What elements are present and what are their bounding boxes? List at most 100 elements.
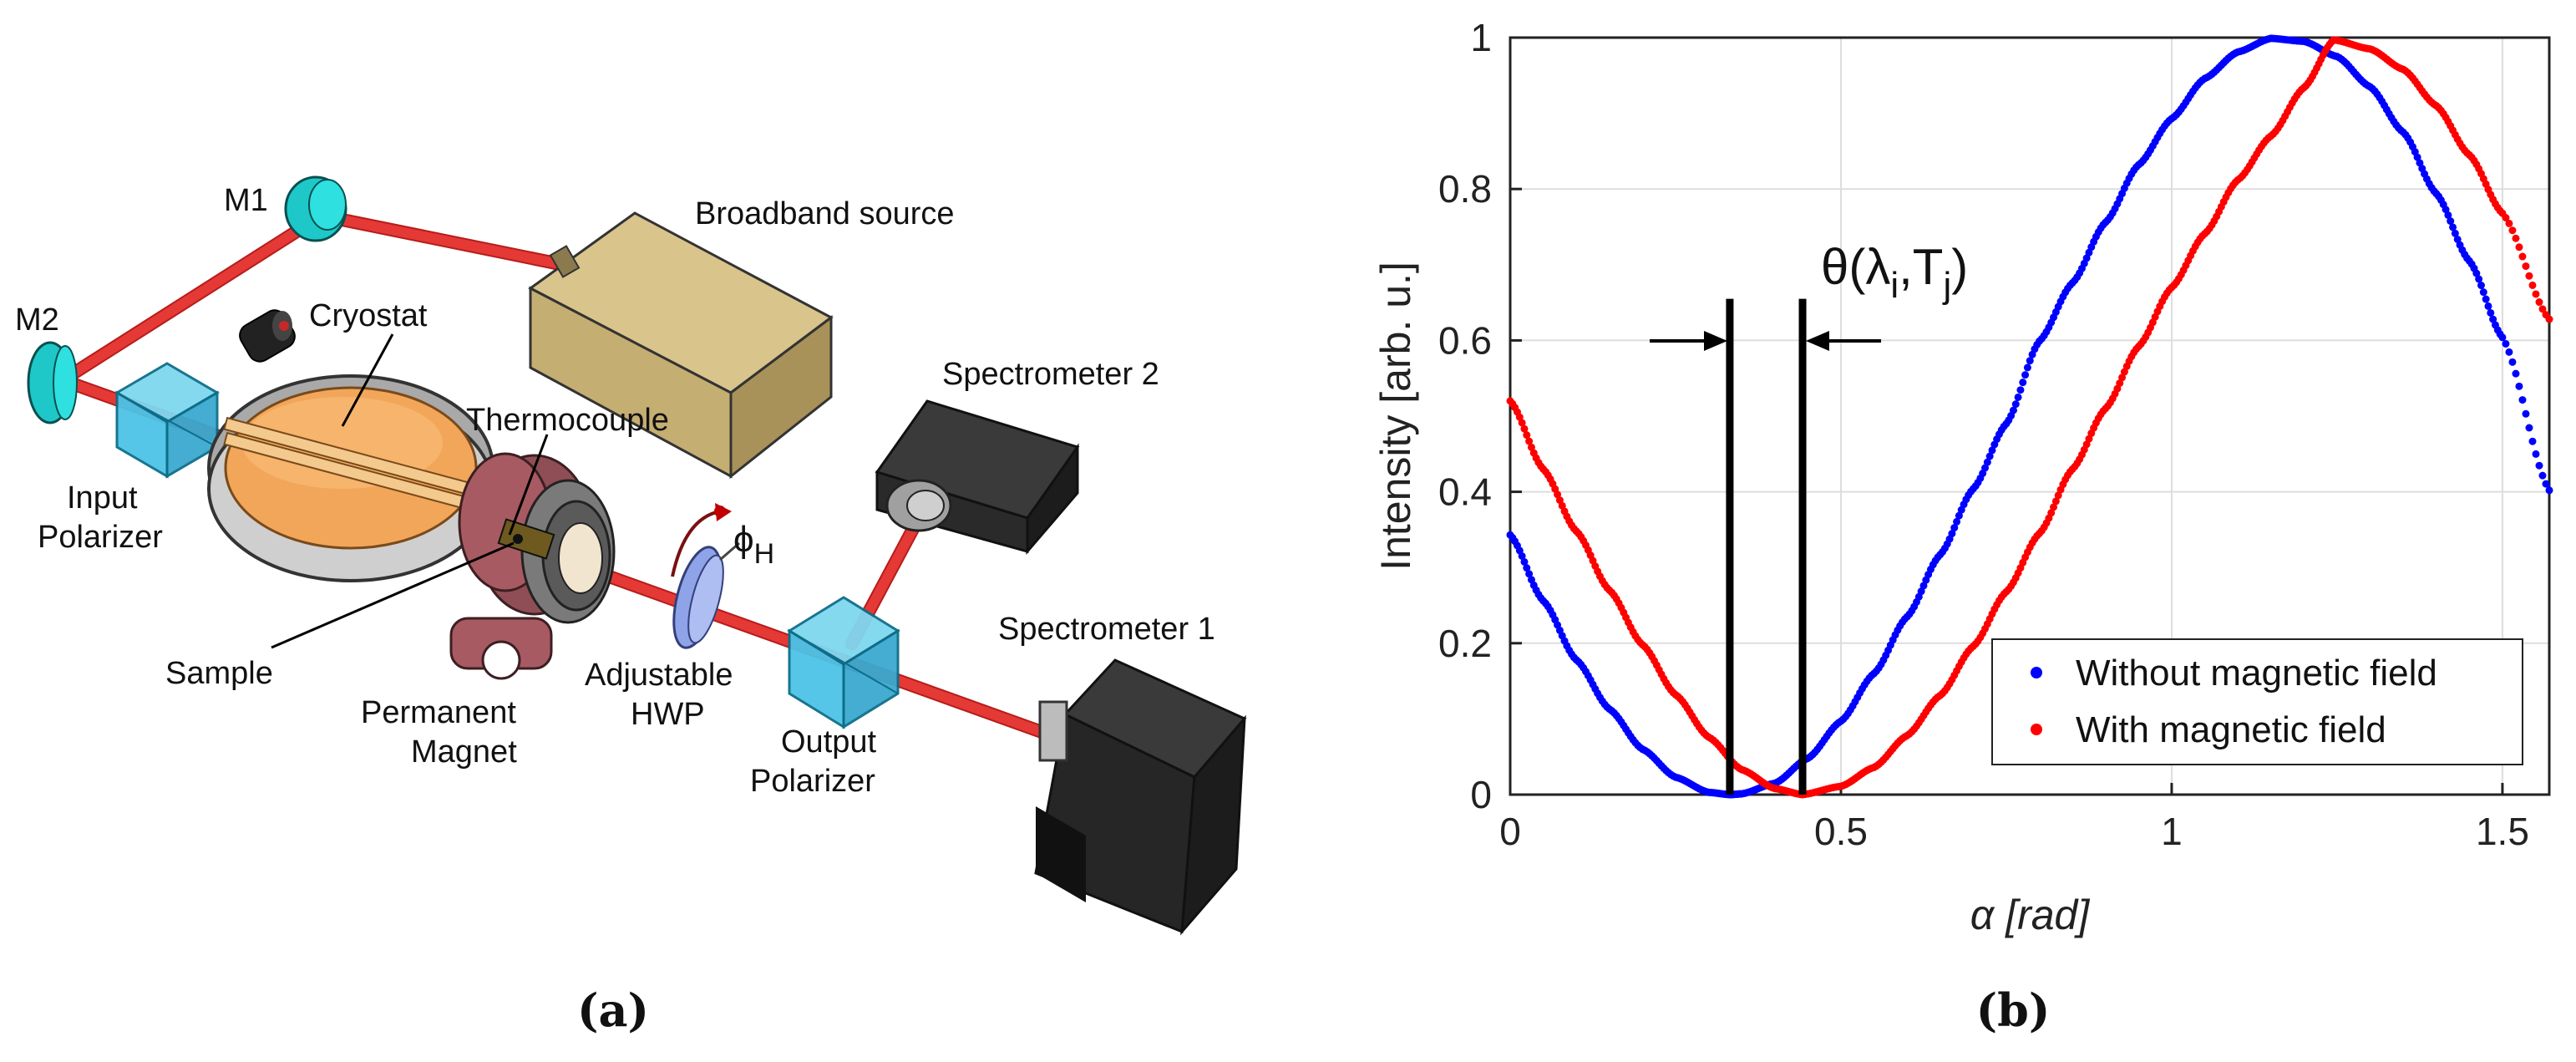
data-point (2508, 226, 2517, 235)
data-point (1985, 452, 1994, 460)
label-spectrometer-2: Spectrometer 2 (942, 357, 1159, 392)
legend-label-without: Without magnetic field (2076, 653, 2437, 694)
data-point (2019, 379, 2027, 387)
legend-label-with: With magnetic field (2076, 709, 2386, 750)
label-m2: M2 (15, 302, 59, 338)
label-broadband-source: Broadband source (695, 196, 955, 231)
data-point (2502, 214, 2510, 222)
label-output-polarizer-line1: Output (781, 724, 877, 760)
data-point (2472, 269, 2481, 277)
setup-labels: M1 M2 Broadband source Cryostat Thermoco… (15, 183, 1215, 799)
x-axis-label: α [rad] (1970, 892, 2091, 938)
label-phi-h: ϕH (733, 519, 774, 570)
label-thermocouple: Thermocouple (466, 403, 669, 438)
y-tick-label: 0.6 (1438, 318, 1492, 362)
caption-a: (a) (577, 983, 649, 1037)
label-permanent-magnet-line1: Permanent (361, 695, 516, 730)
mirror-m1 (284, 175, 347, 242)
data-point (2050, 503, 2058, 511)
data-point (1555, 496, 1564, 505)
series-with-field (1506, 36, 2553, 799)
x-tick-label: 1 (2161, 810, 2183, 853)
data-point (1520, 557, 1529, 566)
setup-diagram: M1 M2 Broadband source Cryostat Thermoco… (15, 175, 1247, 1037)
data-point (2532, 450, 2540, 458)
data-point (2532, 290, 2540, 298)
data-point (2026, 357, 2034, 365)
permanent-magnet (449, 452, 616, 680)
caption-b: (b) (1976, 983, 2051, 1037)
data-point (2525, 272, 2533, 280)
data-point (1520, 424, 1529, 433)
label-hwp-line2: HWP (631, 697, 705, 732)
data-point (2522, 262, 2530, 271)
adjustable-hwp (671, 503, 740, 649)
y-axis-label: Intensity [arb. u.] (1372, 262, 1419, 571)
data-point (1917, 587, 1925, 596)
data-point (2505, 348, 2513, 356)
data-point (2525, 424, 2533, 432)
label-phi-subscript: H (754, 538, 775, 570)
label-sample: Sample (165, 656, 273, 691)
data-point (2518, 396, 2527, 404)
data-point (1948, 530, 1956, 538)
data-point (2484, 302, 2492, 310)
data-point (1518, 419, 1526, 427)
data-point (1518, 551, 1526, 560)
data-point (2021, 371, 2030, 379)
data-point (1955, 511, 1963, 520)
data-point (1919, 582, 1928, 590)
data-point (2515, 243, 2523, 252)
y-tick-label: 0.8 (1438, 167, 1492, 211)
y-tick-labels: 00.20.40.60.81 (1438, 16, 1492, 816)
legend-marker-without (2031, 667, 2042, 678)
label-m1: M1 (224, 183, 268, 218)
data-point (2505, 219, 2513, 227)
y-tick-label: 0 (1470, 773, 1492, 816)
data-series (1506, 34, 2553, 799)
data-point (2512, 369, 2520, 378)
data-point (2444, 211, 2452, 219)
data-point (1981, 464, 1990, 472)
data-point (2535, 461, 2543, 470)
data-point (2542, 480, 2550, 488)
data-point (2054, 491, 2062, 500)
x-tick-label: 1.5 (2476, 810, 2529, 853)
data-point (1525, 437, 1534, 445)
data-point (2475, 275, 2483, 283)
data-point (2528, 281, 2537, 289)
data-point (2538, 305, 2547, 313)
data-point (1527, 443, 1535, 451)
theta-label: θ(λi,Tj) (1821, 239, 1968, 306)
data-point (2051, 497, 2060, 506)
data-point (2447, 217, 2455, 226)
mirror-m2 (27, 341, 78, 424)
data-point (2512, 234, 2520, 242)
data-point (2545, 315, 2553, 323)
legend-marker-with (2031, 724, 2042, 735)
data-point (2451, 229, 2459, 237)
label-input-polarizer-line2: Polarizer (38, 520, 163, 555)
spectrometer-1 (1034, 658, 1247, 936)
cryostat (207, 374, 494, 582)
data-point (2522, 409, 2530, 418)
data-point (2009, 406, 2017, 414)
data-point (2498, 333, 2507, 342)
data-point (2023, 363, 2031, 372)
data-point (2449, 223, 2457, 231)
output-polarizer (787, 596, 900, 729)
data-point (2538, 471, 2547, 480)
data-point (2515, 382, 2523, 390)
data-point (2016, 386, 2025, 394)
data-point (1950, 524, 1959, 532)
data-point (1525, 570, 1534, 578)
data-point (2545, 486, 2553, 495)
label-spectrometer-1: Spectrometer 1 (998, 612, 1215, 647)
plot-frame (1509, 36, 2551, 796)
label-hwp-line1: Adjustable (585, 658, 733, 693)
label-output-polarizer-line2: Polarizer (750, 764, 875, 799)
data-point (2508, 358, 2517, 366)
data-point (2118, 373, 2127, 382)
